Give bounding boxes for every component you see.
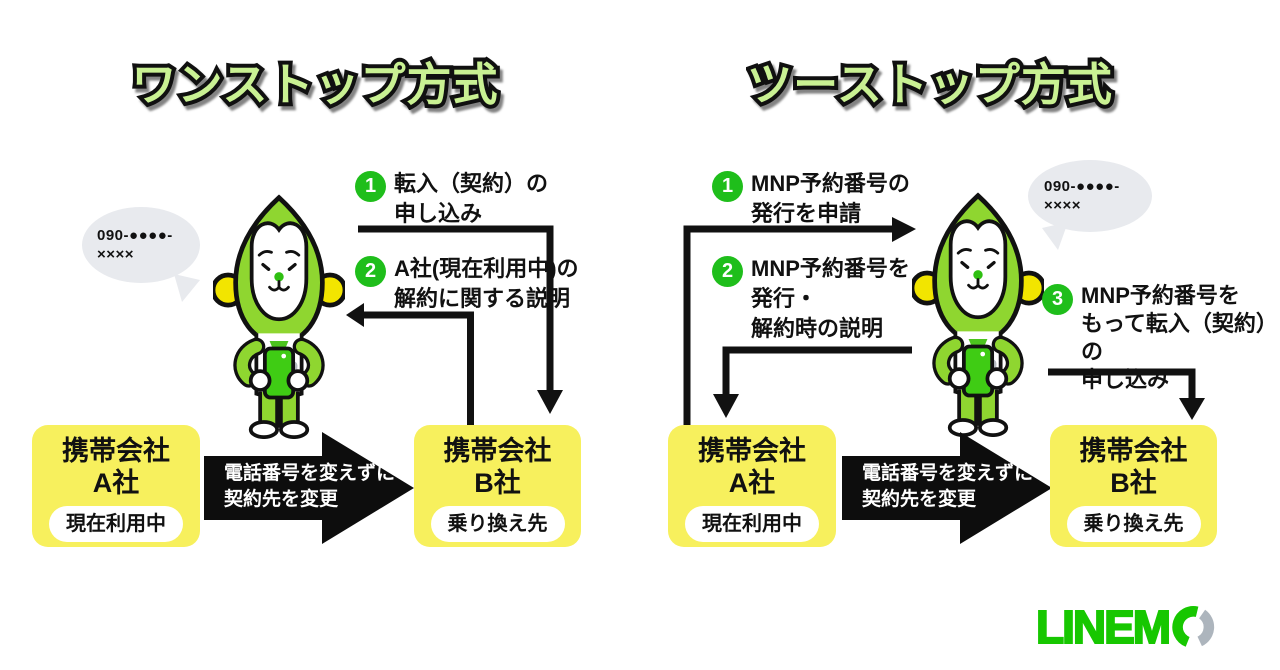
carrier-a-line1: 携帯会社 — [62, 436, 170, 466]
carrier-b-box: 携帯会社 B社 乗り換え先 — [1050, 425, 1217, 547]
flow-arrow-issue — [713, 346, 912, 418]
mascot-character — [213, 194, 345, 440]
carrier-b-status-tag: 乗り換え先 — [430, 506, 565, 542]
step-2-badge: 2 — [712, 256, 743, 287]
carrier-a-line2: A社 — [728, 468, 776, 498]
carrier-a-box: 携帯会社 A社 現在利用中 — [32, 425, 200, 547]
carrier-b-line2: B社 — [474, 468, 521, 498]
carrier-b-box: 携帯会社 B社 乗り換え先 — [414, 425, 581, 547]
carrier-b-line2: B社 — [1110, 468, 1157, 498]
linemo-o-icon — [1172, 606, 1215, 647]
title-outline-layer: ツーストップ方式 — [743, 55, 1116, 114]
bubble-tail — [174, 274, 200, 302]
one-stop-title: ワンストップ方式 ワンストップ方式 — [125, 48, 505, 114]
step-1-badge: 1 — [712, 171, 743, 202]
step-1-text: MNP予約番号の 発行を申請 — [751, 171, 910, 226]
step-2-text: A社(現在利用中)の 解約に関する説明 — [394, 256, 579, 311]
phone-number-bubble: 090-●●●●- ×××× — [82, 207, 200, 283]
transfer-arrow — [842, 432, 1052, 544]
phone-number-bubble: 090-●●●●- ×××× — [1028, 160, 1152, 232]
title-fill-layer: ツーストップ方式 — [747, 59, 1113, 110]
two-stop-title: ツーストップ方式 ツーストップ方式 — [740, 48, 1120, 114]
carrier-a-line1: 携帯会社 — [698, 436, 806, 466]
mascot-character — [912, 192, 1044, 438]
linemo-wordmark: LINEM — [1035, 600, 1172, 654]
flow-arrow-apply — [1048, 368, 1205, 420]
carrier-a-box: 携帯会社 A社 現在利用中 — [668, 425, 836, 547]
step-3-badge: 3 — [1042, 284, 1073, 315]
flow-arrow-apply — [358, 225, 563, 414]
carrier-b-line1: 携帯会社 — [443, 436, 552, 466]
linemo-logo: LINEM — [1035, 600, 1216, 654]
step-1-badge: 1 — [355, 171, 386, 202]
carrier-b-line1: 携帯会社 — [1079, 436, 1188, 466]
flow-arrow-explain — [346, 303, 474, 425]
step-2-badge: 2 — [355, 256, 386, 287]
carrier-a-line2: A社 — [92, 468, 140, 498]
title-outline-layer: ワンストップ方式 — [127, 55, 501, 114]
carrier-a-status-tag: 現在利用中 — [685, 506, 819, 542]
title-fill-layer: ワンストップ方式 — [131, 59, 499, 110]
smartphone-icon — [961, 344, 995, 398]
carrier-a-status-tag: 現在利用中 — [49, 506, 183, 542]
transfer-arrow-label: 電話番号を変えずに 契約先を変更 — [224, 463, 396, 510]
flow-arrow-request — [683, 217, 916, 425]
carrier-b-status-tag: 乗り換え先 — [1066, 506, 1201, 542]
step-1-text: 転入（契約）の 申し込み — [394, 171, 549, 226]
transfer-arrow — [204, 432, 414, 544]
bubble-tail — [1042, 222, 1068, 250]
step-2-text: MNP予約番号を 発行・ 解約時の説明 — [751, 256, 910, 341]
transfer-arrow-label: 電話番号を変えずに 契約先を変更 — [862, 463, 1034, 510]
